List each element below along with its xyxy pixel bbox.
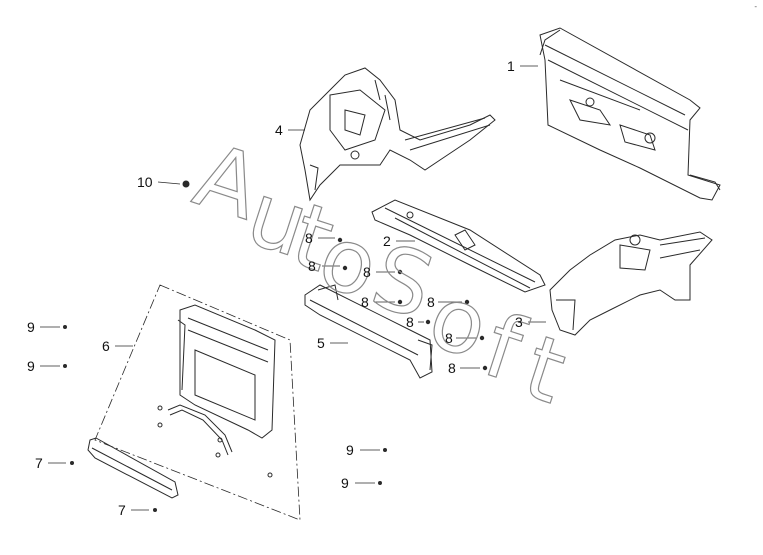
callout-8: 8 (448, 360, 456, 376)
callout-5: 5 (317, 335, 325, 351)
callout-8: 8 (363, 264, 371, 280)
fasteners (63, 180, 488, 512)
callout-7: 7 (35, 455, 43, 471)
callout-4: 4 (275, 122, 283, 138)
callout-8: 8 (427, 294, 435, 310)
callout-8: 8 (305, 230, 313, 246)
callout-8: 8 (361, 294, 369, 310)
callout-9: 9 (341, 475, 349, 491)
corner-mark: - (754, 2, 757, 11)
callout-9: 9 (27, 319, 35, 335)
part-5-bumper-beam (304, 284, 433, 379)
callout-1: 1 (507, 58, 515, 74)
leader-lines (40, 65, 546, 511)
callout-3: 3 (515, 314, 523, 330)
callout-8: 8 (308, 258, 316, 274)
part-6-radiator-support (157, 304, 276, 478)
callout-9: 9 (27, 358, 35, 374)
part-7-lower-bar (87, 437, 179, 499)
part-1-cowl-panel (539, 27, 721, 201)
part-3-side-member-rh (549, 231, 713, 336)
callout-8: 8 (406, 314, 414, 330)
callout-9: 9 (346, 442, 354, 458)
part-4-side-member-lh (299, 67, 496, 202)
callout-8: 8 (445, 330, 453, 346)
group-outline (94, 284, 301, 521)
callout-10: 10 (137, 174, 153, 190)
callout-2: 2 (383, 233, 391, 249)
callout-6: 6 (102, 338, 110, 354)
part-2-cross-member (371, 199, 546, 293)
callout-7: 7 (118, 502, 126, 518)
